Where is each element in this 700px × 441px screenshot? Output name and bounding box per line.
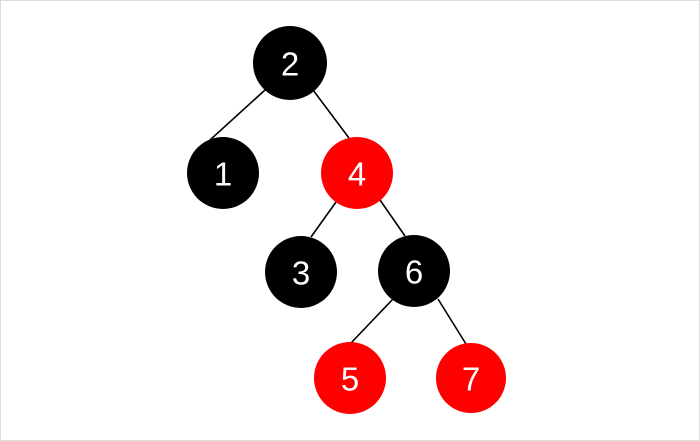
node-label: 7 (462, 361, 480, 398)
node-label: 3 (292, 255, 310, 292)
tree-edge (437, 298, 467, 345)
edges-layer (209, 89, 467, 345)
node-circle-black[interactable] (265, 236, 337, 308)
tree-edge (312, 89, 350, 139)
tree-edge (310, 201, 337, 238)
tree-edge (209, 89, 266, 141)
node-label: 5 (341, 361, 359, 398)
tree-edge (379, 199, 406, 237)
node-circle-red[interactable] (436, 343, 506, 413)
node-circle-black[interactable] (378, 235, 450, 307)
tree-node[interactable]: 6 (378, 235, 450, 307)
tree-node[interactable]: 3 (265, 236, 337, 308)
tree-node[interactable]: 1 (187, 137, 259, 209)
node-circle-black[interactable] (187, 137, 259, 209)
node-circle-red[interactable] (321, 137, 393, 209)
tree-node[interactable]: 5 (314, 342, 386, 414)
node-label: 2 (281, 46, 299, 83)
nodes-layer: 2 1 4 3 6 5 7 (187, 26, 506, 414)
tree-node[interactable]: 4 (321, 137, 393, 209)
node-label: 4 (348, 156, 366, 193)
tree-edge (350, 298, 394, 344)
tree-node[interactable]: 2 (253, 26, 327, 100)
node-circle-red[interactable] (314, 342, 386, 414)
node-label: 6 (405, 254, 423, 291)
node-label: 1 (214, 156, 232, 193)
tree-node[interactable]: 7 (436, 343, 506, 413)
node-circle-black[interactable] (253, 26, 327, 100)
